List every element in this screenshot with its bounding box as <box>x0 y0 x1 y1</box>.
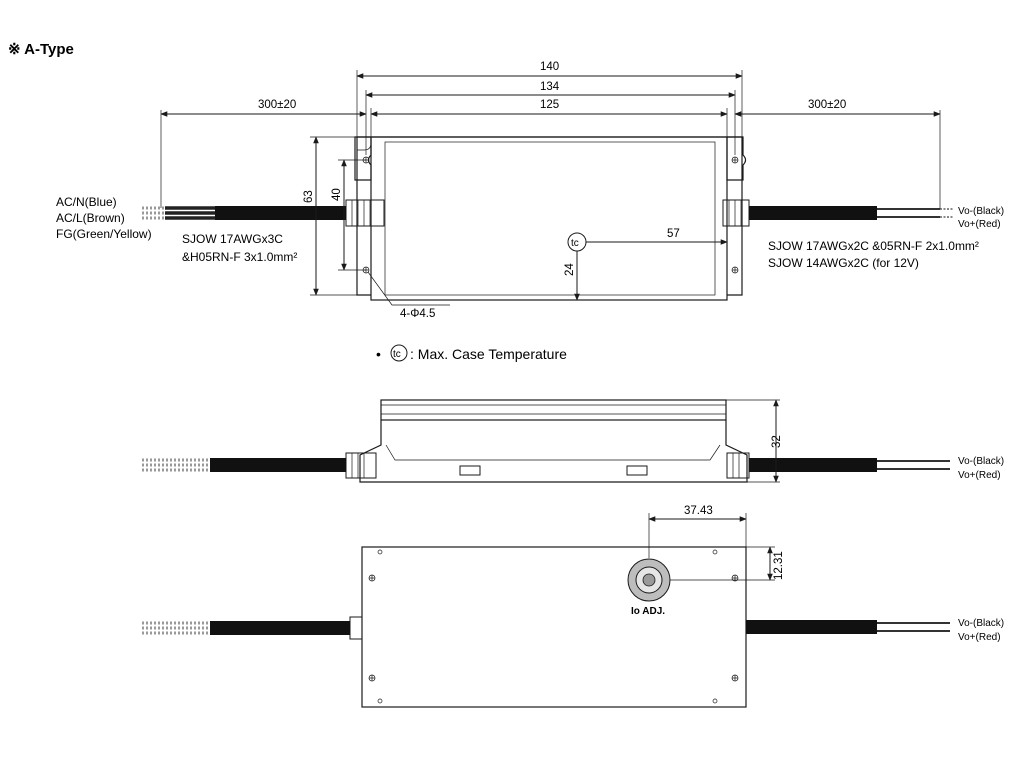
tc-marker-label: tc <box>571 238 579 249</box>
top-view: 140 134 125 300±20 300±20 63 40 tc 57 <box>56 61 1004 320</box>
case-outline-top <box>354 136 747 181</box>
side-view: Vo-(Black) Vo+(Red) 32 <box>142 399 1004 483</box>
output-wires <box>877 208 940 218</box>
right-mount-ear <box>727 136 743 296</box>
dim-24: 24 <box>564 263 576 276</box>
dim-125: 125 <box>540 99 559 111</box>
output-wire-label: Vo+(Red) <box>958 632 1001 643</box>
output-gland-side <box>726 452 750 479</box>
input-gland-side <box>345 452 377 479</box>
input-wire-label: AC/L(Brown) <box>56 211 125 225</box>
dim-57: 57 <box>667 228 680 240</box>
side-slot <box>459 465 481 476</box>
output-cable-spec: SJOW 14AWGx2C (for 12V) <box>768 256 919 270</box>
input-cable-spec: &H05RN-F 3x1.0mm² <box>182 250 297 264</box>
side-slot <box>626 465 648 476</box>
output-wire-label: Vo-(Black) <box>958 618 1004 629</box>
input-cable-spec: SJOW 17AWGx3C <box>182 232 283 246</box>
output-cable-spec: SJOW 17AWGx2C &05RN-F 2x1.0mm² <box>768 239 979 253</box>
left-mount-ear <box>356 136 371 296</box>
hole-callout: 4-Φ4.5 <box>400 308 435 320</box>
dim-cable-right: 300±20 <box>808 99 846 111</box>
case-side-body <box>359 420 748 483</box>
dim-37-43: 37.43 <box>684 505 713 517</box>
dim-134: 134 <box>540 81 560 93</box>
dim-12-31: 12.31 <box>773 551 785 580</box>
input-cable-bottom <box>210 621 350 635</box>
note-max-case-temp: • tc : Max. Case Temperature <box>376 344 567 362</box>
input-cable <box>215 206 346 220</box>
dim-32: 32 <box>771 435 783 448</box>
case-side-top <box>380 399 727 421</box>
input-wire-label: FG(Green/Yellow) <box>56 227 152 241</box>
note-tc-label: tc <box>393 349 401 360</box>
dim-63: 63 <box>303 190 315 203</box>
bottom-view: Io ADJ. 37.43 12.31 Vo-(Black) Vo+(Red) <box>142 505 1004 708</box>
output-cable-side <box>749 458 877 472</box>
output-wire-label: Vo-(Black) <box>958 206 1004 217</box>
output-wire-label: Vo-(Black) <box>958 456 1004 467</box>
note-text: : Max. Case Temperature <box>410 346 567 362</box>
input-wire-label: AC/N(Blue) <box>56 195 117 209</box>
dim-cable-left: 300±20 <box>258 99 296 111</box>
output-wire-label: Vo+(Red) <box>958 470 1001 481</box>
page-title: ※ A-Type <box>8 41 74 58</box>
input-gland-bottom <box>349 616 363 640</box>
io-adj-label: Io ADJ. <box>631 606 665 617</box>
output-cable <box>749 206 877 220</box>
tc-marker <box>390 344 408 362</box>
dim-140: 140 <box>540 61 559 73</box>
input-wires <box>165 206 215 220</box>
note-bullet: • <box>376 346 381 362</box>
output-cable-bottom <box>746 620 877 634</box>
dim-40: 40 <box>331 188 343 201</box>
input-cable-side <box>210 458 346 472</box>
case-body-bottom <box>361 546 747 708</box>
output-wire-label: Vo+(Red) <box>958 219 1001 230</box>
case-body-top <box>370 136 728 301</box>
case-inner-top <box>384 141 716 296</box>
